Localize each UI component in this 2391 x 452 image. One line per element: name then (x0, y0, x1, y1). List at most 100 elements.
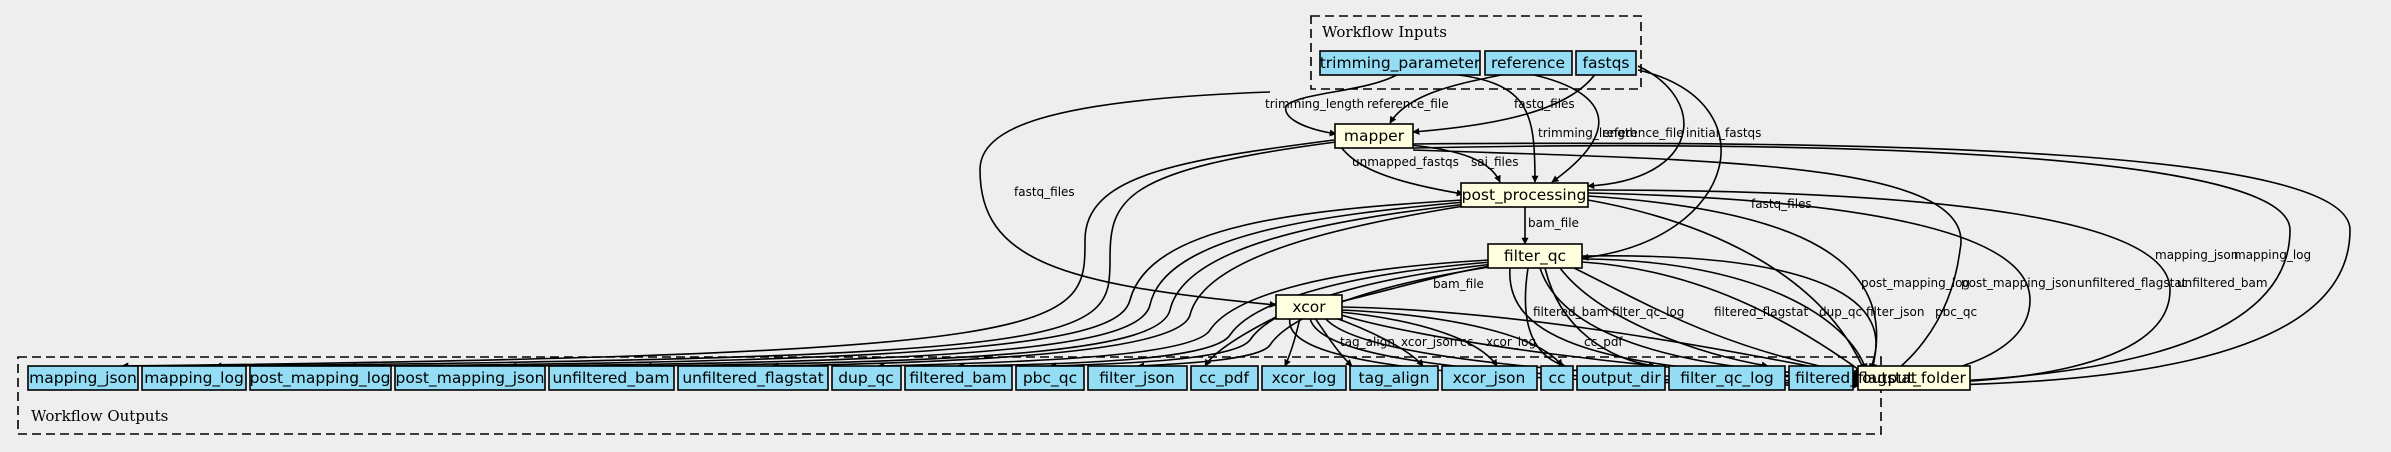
label-fastq-files-filterqc: fastq_files (1751, 197, 1812, 211)
node-reference-label: reference (1491, 54, 1565, 72)
node-filter-json[interactable]: filter_json (1087, 365, 1188, 391)
node-xcor-json[interactable]: xcor_json (1441, 365, 1538, 391)
node-mapper[interactable]: mapper (1334, 123, 1414, 149)
node-mapping-json[interactable]: mapping_json (27, 365, 139, 391)
label-filtered-flagstat: filtered_flagstat (1714, 305, 1808, 319)
label-reference-file-mapper: reference_file (1367, 97, 1449, 111)
node-fastqs[interactable]: fastqs (1575, 50, 1637, 76)
node-mapping-log[interactable]: mapping_log (141, 365, 247, 391)
node-mapper-label: mapper (1344, 127, 1405, 145)
node-xcor-log-label: xcor_log (1272, 369, 1337, 388)
workflow-inputs-title: Workflow Inputs (1322, 23, 1447, 41)
node-filter-qc[interactable]: filter_qc (1487, 243, 1583, 269)
edge-pp-post-mapping-log-of (1587, 199, 1865, 371)
edge-trimming-pp (1439, 72, 1539, 183)
node-unfiltered-bam-label: unfiltered_bam (553, 369, 670, 388)
edge-sai-files (1409, 144, 1501, 183)
label-reference-file-pp: reference_file (1602, 126, 1684, 140)
node-trimming-parameter-label: trimming_parameter (1320, 54, 1481, 73)
node-tag-align[interactable]: tag_align (1349, 365, 1439, 391)
node-filtered-flagstat-label: filtered_flagstat (1795, 369, 1917, 388)
edge-xcor-cc-pdf (1204, 314, 1281, 367)
label-cc-pdf: cc_pdf (1584, 335, 1623, 349)
node-filter-qc-log[interactable]: filter_qc_log (1668, 365, 1786, 391)
edge-pp-unfiltered-flagstat (771, 204, 1471, 370)
node-xcor-log[interactable]: xcor_log (1261, 365, 1347, 391)
label-mapping-json: mapping_json (2155, 248, 2238, 262)
edge-xcor-cc (1339, 311, 1498, 367)
node-cc-label: cc (1548, 369, 1565, 387)
edge-fastqs-filterqc (1581, 69, 1722, 261)
edge-fq-filter-qc-log (1544, 267, 1656, 369)
edge-fq-filter-json (1137, 265, 1497, 370)
node-post-processing[interactable]: post_processing (1460, 182, 1589, 208)
edge-fq-output-dir (1524, 267, 1566, 368)
edge-fq-filtered-flagstat-of (1569, 265, 1861, 377)
edge-fq-filtered-flagstat (1559, 267, 1769, 369)
edge-pp-post-mapping-json-of (1587, 195, 1878, 371)
label-trimming-length-pp: trimming_length (1538, 126, 1637, 140)
edge-fq-dup-qc-of (1581, 261, 1863, 373)
node-unfiltered-flagstat-label: unfiltered_flagstat (682, 369, 823, 388)
edge-trimming-mapper (1284, 72, 1401, 137)
label-initial-fastqs: initial_fastqs (1686, 126, 1761, 140)
node-unfiltered-bam[interactable]: unfiltered_bam (548, 365, 675, 391)
label-trimming-length-mapper: trimming_length (1265, 97, 1364, 111)
label-xcor-json: xcor_json (1401, 335, 1457, 349)
node-xcor[interactable]: xcor (1275, 294, 1343, 320)
label-filtered-bam: filtered_bam (1533, 305, 1608, 319)
edge-pp-unfiltered-bam (644, 203, 1468, 370)
label-bam-file-pp: bam_file (1528, 216, 1579, 230)
node-pbc-qc[interactable]: pbc_qc (1015, 365, 1085, 391)
label-mapping-log: mapping_log (2234, 248, 2311, 262)
node-reference[interactable]: reference (1484, 50, 1573, 76)
label-unfiltered-bam: unfiltered_bam (2177, 276, 2268, 290)
label-xcor-log: xcor_log (1486, 335, 1536, 349)
edge-fq-pbc-qc-of (1581, 254, 1877, 371)
node-output-dir[interactable]: output_dir (1576, 365, 1666, 391)
edge-labels: trimming_length reference_file fastq_fil… (1014, 97, 2311, 349)
node-post-mapping-json-label: post_mapping_json (396, 369, 545, 388)
label-cc: cc (1460, 335, 1473, 349)
label-filter-qc-log: filter_qc_log (1612, 305, 1684, 319)
label-tag-align: tag_align (1340, 335, 1395, 349)
edge-fq-filtered-bam-of (1509, 267, 1859, 382)
node-fastqs-label: fastqs (1582, 54, 1629, 72)
node-cc-pdf[interactable]: cc_pdf (1190, 365, 1259, 391)
node-tag-align-label: tag_align (1359, 369, 1430, 388)
edge-fq-pbc-qc (1049, 263, 1495, 370)
node-unfiltered-flagstat[interactable]: unfiltered_flagstat (677, 365, 829, 391)
edge-mapper-mapping-log (214, 141, 1337, 370)
label-fastq-files-xcor: fastq_files (1014, 185, 1075, 199)
edge-mapping-log-of (1412, 142, 2351, 390)
node-trimming-parameter[interactable]: trimming_parameter (1319, 50, 1481, 76)
edge-pp-post-mapping-json (509, 201, 1466, 370)
node-filtered-bam-label: filtered_bam (909, 369, 1006, 388)
label-post-mapping-json: post_mapping_json (1961, 276, 2076, 290)
node-dup-qc[interactable]: dup_qc (831, 365, 902, 391)
edge-reference-pp (1524, 72, 1600, 183)
node-filter-json-label: filter_json (1099, 369, 1175, 388)
label-bam-file-fq: bam_file (1433, 277, 1484, 291)
edge-mapping-json-of (1412, 144, 2291, 388)
workflow-outputs-title: Workflow Outputs (31, 407, 168, 425)
node-post-mapping-json[interactable]: post_mapping_json (394, 365, 546, 391)
edge-pp-unfiltered-bam-of (1587, 189, 2171, 387)
node-filtered-flagstat[interactable]: filtered_flagstat (1788, 365, 1917, 391)
edge-xcor-tag-align (1314, 317, 1353, 367)
node-post-mapping-log[interactable]: post_mapping_log (249, 365, 392, 391)
edge-mapper-mapping-json (121, 139, 1335, 370)
node-post-processing-label: post_processing (1462, 186, 1587, 205)
edge-xcor-cc-pdf-of (1341, 306, 1860, 379)
output-nodes: mapping_json mapping_log post_mapping_lo… (27, 365, 1917, 391)
label-post-mapping-log: post_mapping_log (1861, 276, 1970, 290)
node-cc[interactable]: cc (1540, 365, 1574, 391)
label-pbc-qc: pbc_qc (1935, 305, 1977, 319)
node-mapping-json-label: mapping_json (29, 369, 137, 388)
node-output-folder[interactable]: output_folder (1857, 365, 1971, 391)
edge-fq-filtered-bam (957, 261, 1493, 370)
node-filtered-bam[interactable]: filtered_bam (904, 365, 1013, 391)
label-filter-json: filter_json (1866, 305, 1924, 319)
edge-fq-dup-qc (877, 259, 1491, 370)
